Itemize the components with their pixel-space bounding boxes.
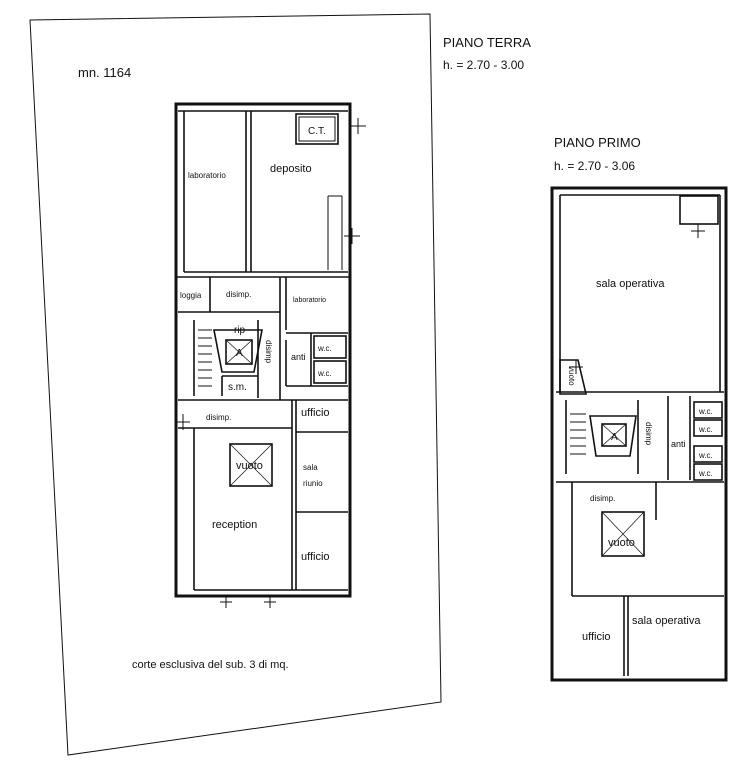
ff-room-wc-2: w.c.	[698, 425, 713, 434]
ff-room-anti: anti	[671, 439, 686, 449]
gf-room-disimp: disimp.	[226, 290, 251, 299]
gf-room-laboratorio-small: laboratorio	[293, 297, 326, 304]
gf-room-wc-2: w.c.	[317, 369, 332, 378]
gf-room-ct: C.T.	[308, 126, 326, 137]
gf-room-laboratorio: laboratorio	[188, 171, 226, 180]
ff-lift-label: A	[611, 432, 618, 443]
ff-room-disimp-vertical: disimp	[644, 422, 653, 446]
gf-room-reception: reception	[212, 519, 257, 531]
gf-room-ufficio-1: ufficio	[301, 407, 330, 419]
ff-room-vuoto-vertical: vuoto	[567, 366, 576, 386]
gf-room-sala: sala	[303, 463, 318, 472]
gf-room-deposito: deposito	[270, 163, 312, 175]
lot-boundary	[29, 13, 442, 756]
gf-lift-label: A	[236, 348, 243, 359]
lot-label: mn. 1164	[78, 65, 131, 80]
gf-room-disimp-vertical: disimp	[264, 340, 273, 364]
courtyard-note: corte esclusiva del sub. 3 di mq.	[132, 659, 289, 671]
gf-room-rip: rip	[234, 325, 246, 336]
gf-room-sm: s.m.	[228, 382, 247, 393]
ground-floor-plan: laboratorio deposito C.T. loggia disimp.…	[174, 102, 366, 608]
gf-room-vuoto: vuoto	[236, 460, 263, 472]
gf-room-loggia: loggia	[180, 291, 202, 300]
ff-room-wc-3: w.c.	[698, 451, 713, 460]
ff-room-disimp: disimp.	[590, 494, 615, 503]
first-floor-plan: sala operativa vuoto A disimp anti w.c. …	[550, 186, 728, 682]
gf-room-disimp-2: disimp.	[206, 413, 231, 422]
gf-room-riunio: riunio	[303, 479, 323, 488]
ff-outer-wall	[550, 186, 728, 682]
gf-heights: h. = 2.70 - 3.00	[443, 58, 524, 72]
ff-room-wc-4: w.c.	[698, 469, 713, 478]
gf-room-wc-1: w.c.	[317, 344, 332, 353]
ff-room-ufficio: ufficio	[582, 631, 611, 643]
ff-room-sala-operativa-2: sala operativa	[632, 615, 701, 627]
ff-title: PIANO PRIMO	[554, 135, 641, 150]
gf-room-ufficio-2: ufficio	[301, 551, 330, 563]
gf-outer-wall	[174, 102, 352, 598]
ff-heights: h. = 2.70 - 3.06	[554, 159, 635, 173]
ff-room-wc-1: w.c.	[698, 407, 713, 416]
ff-room-sala-operativa-1: sala operativa	[596, 278, 665, 290]
gf-room-anti: anti	[291, 352, 306, 362]
gf-title: PIANO TERRA	[443, 35, 531, 50]
ff-room-vuoto: vuoto	[608, 537, 635, 549]
